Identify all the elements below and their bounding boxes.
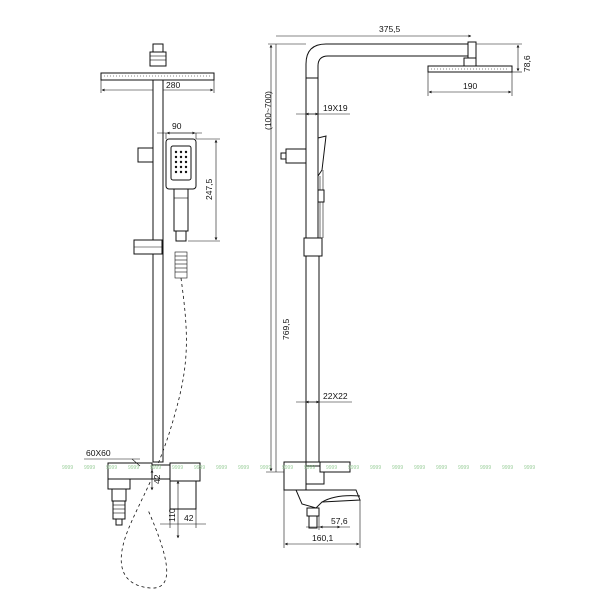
dim-label-375-5: 375,5 [379, 24, 401, 34]
watermark-text: 9999 [128, 465, 139, 471]
dim-outlet-width: 42 [160, 509, 206, 528]
watermark-text: 9999 [392, 465, 403, 471]
dim-label-110: 110 [167, 508, 177, 522]
dim-label-adjust-range: (100~700) [263, 91, 273, 130]
dim-label-57-6: 57,6 [331, 516, 348, 526]
dim-total-height: 769,5 [266, 43, 306, 473]
watermark-text: 9999 [370, 465, 381, 471]
dim-label-90: 90 [172, 121, 182, 131]
dim-label-42-bottom: 42 [184, 513, 194, 523]
front-riser-pipe [152, 79, 164, 463]
dim-arm-reach: 375,5 [276, 24, 472, 38]
dim-outlet-height: 110 [167, 480, 180, 539]
hose-coil [174, 251, 188, 279]
diverter-knob [137, 147, 154, 163]
watermark-text: 9999 [304, 465, 315, 471]
dim-label-42-side: 42 [152, 474, 162, 484]
side-slide-bracket [303, 237, 323, 257]
dim-handshower-width: 90 [157, 121, 202, 139]
watermark-text: 9999 [238, 465, 249, 471]
watermark-text: 9999 [480, 465, 491, 471]
watermark-text: 9999 [150, 465, 161, 471]
dim-lower-tube: 22X22 [296, 391, 352, 404]
dim-label-19x19: 19X19 [323, 103, 348, 113]
dim-handshower-height: 247,5 [188, 138, 220, 242]
dim-label-160-1: 160,1 [312, 533, 334, 543]
dim-head-depth: 190 [427, 72, 513, 96]
watermark-text: 9999 [524, 465, 535, 471]
watermark-text: 9999 [260, 465, 271, 471]
watermark-text: 9999 [458, 465, 469, 471]
rain-shower-head [100, 72, 215, 81]
side-valve-spout [283, 461, 361, 529]
side-rain-head [427, 57, 513, 73]
dim-valve-body: 60X60 [84, 448, 141, 467]
dim-label-280: 280 [166, 80, 180, 90]
dim-label-190: 190 [463, 81, 477, 91]
dim-adjust-range: (100~700) [263, 91, 273, 130]
dim-label-22x22: 22X22 [323, 391, 348, 401]
dim-spout-projection: 57,6 [306, 510, 350, 530]
watermark-text: 9999 [348, 465, 359, 471]
hose-path [120, 277, 187, 589]
front-view: 280 90 [84, 43, 220, 589]
watermark-text: 9999 [436, 465, 447, 471]
dim-label-60x60: 60X60 [86, 448, 111, 458]
watermark-text: 9999 [62, 465, 73, 471]
watermark-text: 9999 [84, 465, 95, 471]
dim-upper-tube: 19X19 [296, 103, 350, 116]
shower-arm [305, 41, 477, 78]
watermark-text: 9999 [282, 465, 293, 471]
side-view: 375,5 78,6 190 (100~700) 19X19 [263, 24, 532, 548]
head-connector [149, 43, 167, 67]
watermark-text: 9999 [106, 465, 117, 471]
dim-valve-side: 42 [150, 469, 162, 491]
watermark-text: 9999 [326, 465, 337, 471]
side-hand-shower [317, 135, 327, 238]
watermark-band: 9999 9999 9999 9999 9999 9999 9999 9999 9999 9999… [62, 465, 535, 471]
slide-bracket [133, 239, 163, 255]
dim-valve-depth: 160,1 [283, 490, 361, 548]
side-lower-riser [305, 255, 320, 463]
dim-label-769-5: 769,5 [281, 318, 291, 340]
mixer-valve [107, 462, 201, 526]
hand-shower [165, 138, 197, 242]
dim-head-thickness: 78,6 [476, 43, 532, 73]
dim-label-78-6: 78,6 [522, 55, 532, 72]
watermark-text: 9999 [216, 465, 227, 471]
watermark-text: 9999 [502, 465, 513, 471]
watermark-text: 9999 [414, 465, 425, 471]
watermark-text: 9999 [172, 465, 183, 471]
side-upper-riser [305, 77, 319, 239]
side-diverter [280, 148, 307, 164]
dim-label-247-5: 247,5 [204, 178, 214, 200]
watermark-text: 9999 [194, 465, 205, 471]
